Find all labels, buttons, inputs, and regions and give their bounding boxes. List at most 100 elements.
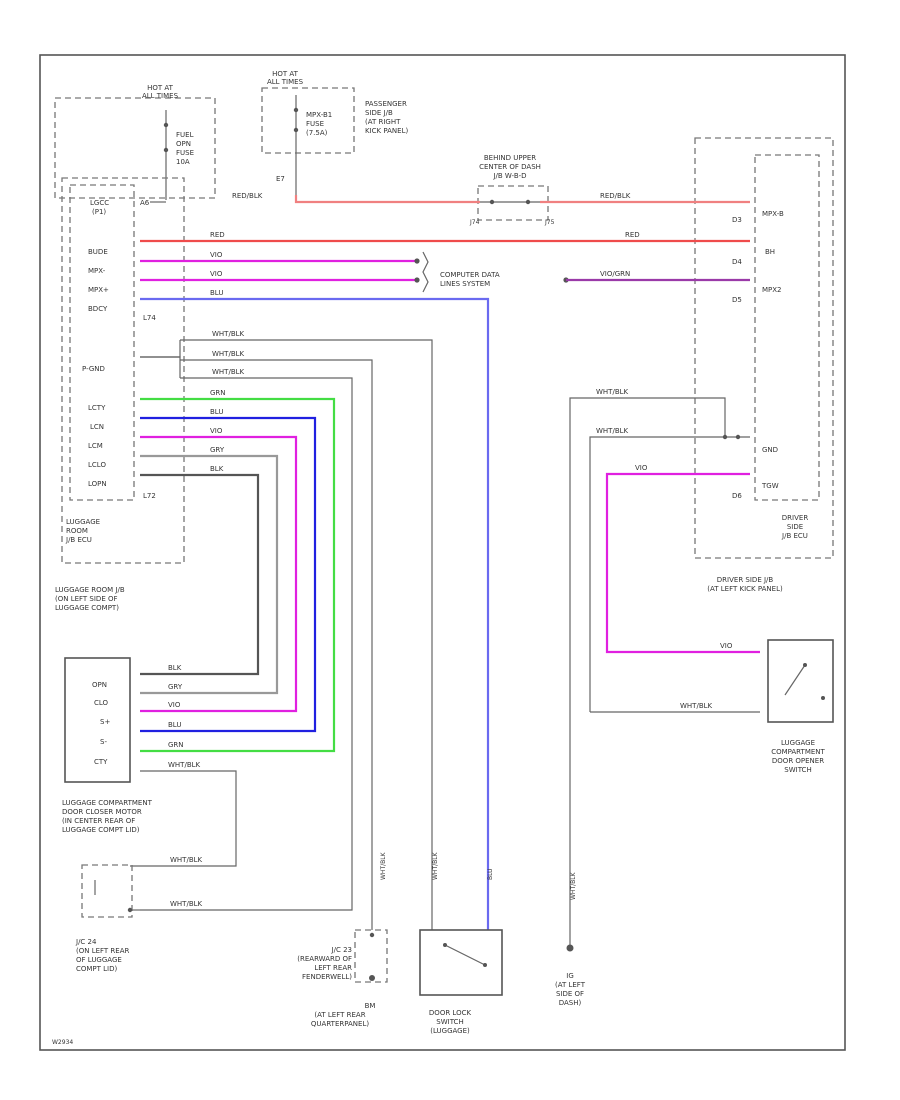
wire-vio-s-plus	[140, 435, 298, 713]
computer-data-label-1: COMPUTER DATA	[440, 271, 500, 279]
bm-label-3: QUARTERPANEL)	[311, 1020, 369, 1028]
wire-label-motor-wht-blk: WHT/BLK	[168, 761, 201, 769]
jc23-terminal	[369, 932, 375, 938]
wire-label-red-blk-right: RED/BLK	[600, 192, 631, 200]
conn-j74: J74	[469, 219, 480, 226]
wire-label-jc24-bottom: WHT/BLK	[170, 900, 203, 908]
pin-lcm: LCM	[88, 442, 103, 450]
conn-e7: E7	[276, 175, 285, 183]
hot-label-center-2: ALL TIMES	[267, 78, 304, 86]
fuel-fuse-label-4: 10A	[176, 158, 190, 166]
pin-lcn: LCN	[90, 423, 104, 431]
pin-mpx-minus: MPX-	[88, 267, 106, 275]
hot-at-all-times-box-left	[54, 97, 216, 199]
motor-label-1: LUGGAGE COMPARTMENT	[62, 799, 153, 807]
door-closer-motor	[64, 657, 131, 783]
ig-label-1: IG	[566, 972, 574, 980]
luggage-room-jb-ecu	[69, 184, 135, 501]
passenger-jb-label-3: (AT RIGHT	[365, 118, 401, 126]
gnd-splice	[722, 434, 728, 440]
motor-pin-clo: CLO	[94, 699, 109, 707]
pin-lcty: LCTY	[88, 404, 106, 412]
jc23-box	[354, 929, 388, 983]
behind-dash-label-1: BEHIND UPPER	[484, 154, 536, 162]
wire-label-ig-vertical: WHT/BLK	[570, 871, 577, 900]
opener-label-4: SWITCH	[784, 766, 811, 774]
fuse-terminal-bottom	[163, 147, 169, 153]
driver-jb-label-1: DRIVER SIDE J/B	[717, 576, 774, 584]
conn-d4: D4	[732, 258, 742, 266]
wire-label-blu-vertical: BLU	[487, 868, 494, 880]
pin-mpx-plus: MPX+	[88, 286, 109, 294]
jc24-label-3: OF LUGGAGE	[76, 956, 122, 964]
wire-label-red-blk-left: RED/BLK	[232, 192, 263, 200]
jc23-label-1: J/C 23	[331, 946, 352, 954]
driver-side-jb-outline	[694, 137, 834, 559]
gnd-terminal	[735, 434, 741, 440]
wire-label-wht-blk-1: WHT/BLK	[212, 330, 245, 338]
wire-label-vio-tgw-bottom: VIO	[720, 642, 733, 650]
door-lock-switch-contact	[444, 944, 486, 966]
ig-label-4: DASH)	[559, 999, 582, 1007]
wire-label-gry-bottom: GRY	[168, 683, 183, 691]
door-opener-terminal-b	[821, 696, 825, 700]
pin-bude: BUDE	[88, 248, 108, 256]
jc24-label-4: COMPT LID)	[76, 965, 118, 973]
pin-tgw: TGW	[761, 482, 779, 490]
conn-d3: D3	[732, 216, 742, 224]
door-lock-label-2: SWITCH	[436, 1018, 463, 1026]
door-lock-switch	[419, 929, 503, 996]
wire-blu-bdcy	[140, 297, 490, 930]
wire-wht-blk-gnd-2	[589, 436, 750, 712]
wire-grn-cty	[140, 397, 336, 753]
wire-gry-clo	[140, 454, 279, 695]
lug-room-label-1: LUGGAGE	[66, 518, 100, 526]
mpx-plus-end	[414, 277, 420, 283]
wire-wht-blk-1	[180, 339, 433, 930]
lug-jb-label-2: (ON LEFT SIDE OF	[55, 595, 118, 603]
behind-dash-label-3: J/B W-B-D	[492, 172, 526, 180]
wire-label-grn-bottom: GRN	[168, 741, 184, 749]
driver-jb-label-2: (AT LEFT KICK PANEL)	[707, 585, 783, 593]
wire-label-doorlock-vertical: WHT/BLK	[432, 851, 439, 880]
jc24-label-2: (ON LEFT REAR	[76, 947, 130, 955]
door-lock-label-3: (LUGGAGE)	[430, 1027, 470, 1035]
wire-vio-tgw	[605, 472, 760, 654]
mpx-minus-end	[414, 258, 420, 264]
wire-label-grn-top: GRN	[210, 389, 226, 397]
wire-label-blu-bottom: BLU	[168, 721, 181, 729]
lug-jb-label-1: LUGGAGE ROOM J/B	[55, 586, 125, 594]
luggage-room-jb-outline	[61, 177, 185, 564]
wire-label-gry-top: GRY	[210, 446, 225, 454]
wire-blu-s-minus	[140, 416, 317, 733]
mpx-fuse-terminal-bottom	[293, 127, 299, 133]
wire-wht-blk-2	[180, 359, 373, 930]
passenger-jb-label-2: SIDE J/B	[365, 109, 393, 117]
behind-dash-label-2: CENTER OF DASH	[479, 163, 541, 171]
door-opener-terminal-a	[803, 663, 807, 667]
mpx-fuse-label-3: (7.5A)	[306, 129, 328, 137]
jc24-terminal	[127, 907, 133, 913]
conn-l74: L74	[143, 314, 156, 322]
pgnd-bracket-top	[140, 340, 181, 358]
conn-d6: D6	[732, 492, 742, 500]
opener-label-3: DOOR OPENER	[772, 757, 824, 765]
bm-label-1: BM	[365, 1002, 376, 1010]
pin-lopn: LOPN	[88, 480, 107, 488]
hot-label-left-1: HOT AT	[147, 84, 174, 92]
fuel-fuse-label-1: FUEL	[176, 131, 194, 139]
conn-a6: A6	[140, 199, 150, 207]
wire-label-vio-1: VIO	[210, 251, 223, 259]
motor-pin-cty: CTY	[94, 758, 108, 766]
hot-at-all-times-box-center	[261, 87, 355, 154]
jc24-label-1: J/C 24	[75, 938, 97, 946]
motor-pin-s-minus: S-	[100, 738, 107, 746]
wire-label-vio-tgw-top: VIO	[635, 464, 648, 472]
pin-ip1: (P1)	[92, 208, 106, 216]
driver-side-jb-ecu	[754, 154, 820, 501]
mpx-fuse-label-1: MPX-B1	[306, 111, 332, 119]
conn-j75: J75	[544, 219, 555, 226]
wire-label-red-right: RED	[625, 231, 640, 239]
motor-label-4: LUGGAGE COMPT LID)	[62, 826, 140, 834]
